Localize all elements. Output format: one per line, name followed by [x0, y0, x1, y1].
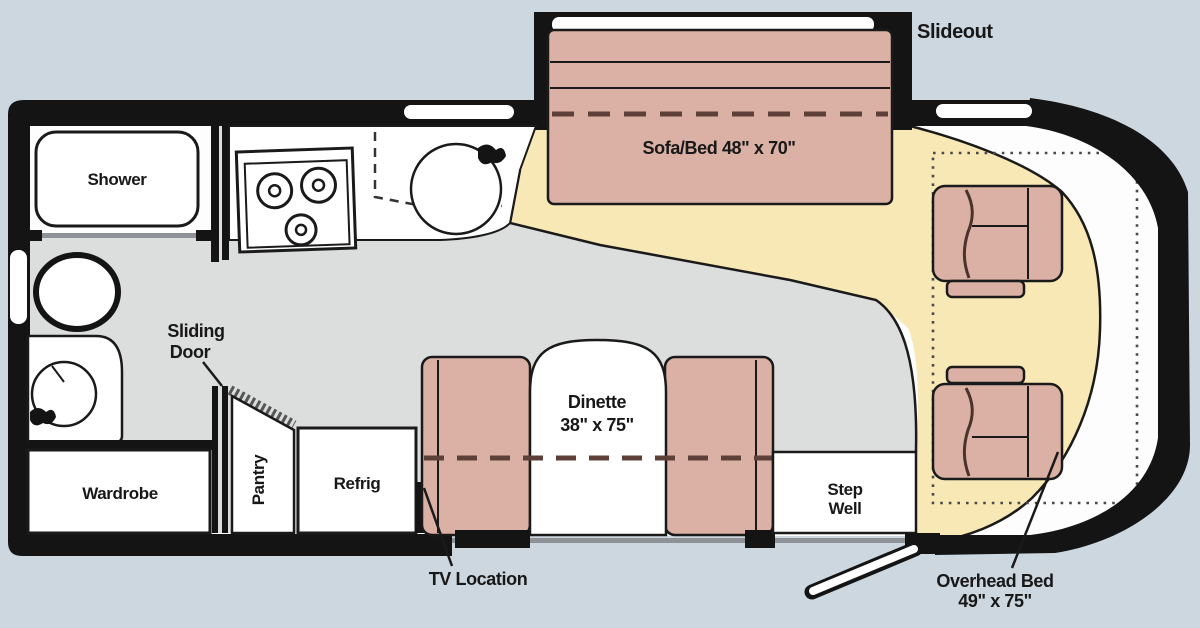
bench-wall-stub-left [455, 530, 530, 548]
bench-wall-stub-right [745, 530, 775, 548]
passenger-seat [931, 184, 1064, 299]
dinette-table [528, 338, 668, 537]
refrig-label: Refrig [334, 474, 381, 493]
dinette-label-2: 38" x 75" [560, 415, 634, 435]
galley-partition-a [211, 120, 219, 262]
wardrobe [26, 448, 212, 535]
bath-partition-left [26, 230, 42, 241]
bath-partition-right [196, 230, 213, 241]
overhead-bed-label-2: 49" x 75" [958, 591, 1032, 611]
sliding-door-panel [212, 386, 218, 533]
wardrobe-label: Wardrobe [82, 484, 158, 503]
front-right-window [936, 104, 1032, 118]
tv-location-label: TV Location [429, 569, 528, 589]
dashboard-curve [909, 124, 1102, 543]
kitchen-sink [409, 142, 503, 236]
driver-seat [931, 365, 1064, 481]
lower-sidewall-line [452, 538, 938, 543]
galley-partition-b [222, 120, 229, 260]
kitchen-faucet-icon [478, 144, 506, 165]
kitchen-window [404, 105, 514, 119]
overhead-bed-outline [931, 151, 1139, 505]
sofa-bed [546, 28, 894, 206]
toilet [33, 252, 121, 332]
step-well-label-1: Step [827, 480, 862, 499]
entry-door [804, 541, 923, 600]
sofa-bed-label: Sofa/Bed 48" x 70" [643, 138, 796, 158]
shower-door-track [42, 233, 196, 238]
dinette-label-1: Dinette [568, 392, 627, 412]
bath-sink [30, 360, 98, 428]
overhead-bed-label-1: Overhead Bed [936, 571, 1053, 591]
wardrobe-wall [28, 440, 215, 450]
sliding-door-label-1: Sliding [167, 321, 224, 341]
cab-floor-boundary-line [508, 169, 918, 452]
step-well-label-2: Well [828, 499, 861, 518]
shower-label: Shower [87, 170, 147, 189]
pantry-label: Pantry [249, 454, 268, 505]
angled-wall-hatch [227, 385, 297, 430]
sliding-door-pocket [222, 386, 228, 533]
bath-faucet-icon [30, 408, 56, 426]
slideout-label: Slideout [917, 21, 993, 43]
bath-sink-detail [51, 365, 65, 383]
pantry [230, 393, 296, 535]
sofa-cushion-lines [550, 61, 890, 89]
sliding-door-label-2: Door [170, 342, 211, 362]
shower-stall [34, 130, 200, 228]
sliding-door-leader [202, 361, 223, 387]
rear-left-window [10, 250, 27, 324]
slideout-window [552, 17, 874, 32]
step-well [771, 450, 918, 535]
stove [234, 146, 358, 254]
tv-location-leader [422, 487, 454, 567]
overhead-bed-leader [1010, 451, 1060, 569]
refrigerator [296, 426, 418, 535]
